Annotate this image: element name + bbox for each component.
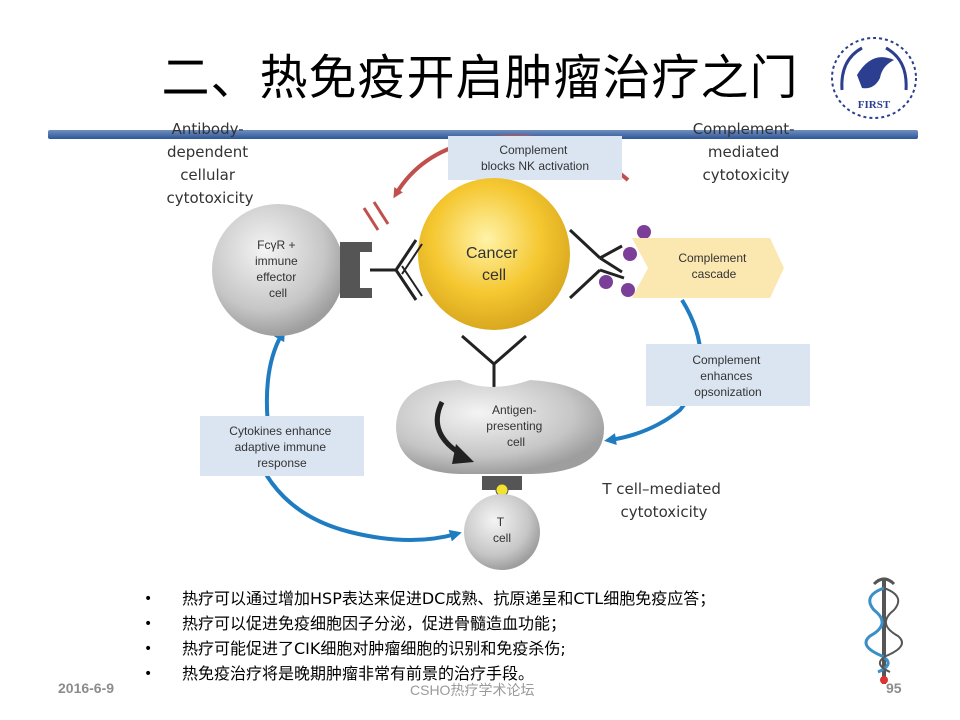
effector-cell	[212, 204, 344, 336]
bullet-item: 热免疫治疗将是晚期肿瘤非常有前景的治疗手段。	[140, 663, 800, 685]
complement-star-1	[637, 225, 651, 239]
inhibition-bar-1	[362, 207, 380, 231]
opsonization-text: Complement enhances opsonization	[692, 353, 763, 399]
footer-center-text: CSHO热疗学术论坛	[410, 682, 535, 698]
mhc-receptor	[482, 476, 522, 490]
complement-star-3	[599, 275, 613, 289]
cytokines-text: Cytokines enhance adaptive immune respon…	[229, 424, 334, 470]
complement-stars	[599, 225, 651, 297]
slide-title: 二、热免疫开启肿瘤治疗之门	[161, 50, 799, 106]
apc-text: Antigen- presenting cell	[486, 403, 545, 449]
cdc-label: Complement- mediated cytotoxicity	[693, 120, 800, 184]
t-cell-text: T cell	[493, 515, 511, 545]
internalization-arrowhead	[452, 444, 474, 464]
page-number: 95	[886, 680, 902, 696]
complement-cascade-text: Complement cascade	[678, 251, 749, 281]
t-cell	[464, 494, 540, 570]
adcc-label: Antibody- dependent cellular cytotoxicit…	[167, 120, 254, 207]
bullet-item: 热疗可以通过增加HSP表达来促进DC成熟、抗原递呈和CTL细胞免疫应答；	[140, 588, 800, 610]
title-divider-bar	[48, 130, 918, 139]
antigen-presenting-cell	[396, 380, 605, 474]
cancer-cell-text: Cancer cell	[466, 245, 522, 284]
opsonization-box	[646, 344, 810, 406]
bullet-item: 热疗可能促进了CIK细胞对肿瘤细胞的识别和免疫杀伤;	[140, 638, 800, 660]
bullet-item: 热疗可以促进免疫细胞因子分泌，促进骨髓造血功能；	[140, 613, 800, 635]
first-logo: FIRST	[831, 37, 917, 119]
antibody-right-bottom	[568, 268, 625, 300]
blocks-nk-box	[448, 136, 622, 180]
logo-text: FIRST	[858, 99, 891, 111]
tcell-cytotoxicity-label: T cell–mediated cytotoxicity	[601, 480, 725, 521]
caduceus-icon	[864, 577, 903, 684]
inhibition-bar-2	[372, 201, 390, 225]
cancer-cell	[418, 178, 570, 330]
blocks-nk-text: Complement blocks NK activation	[481, 143, 589, 173]
complement-cascade-box	[632, 238, 784, 298]
immune-cytotoxicity-diagram: Antibody- dependent cellular cytotoxicit…	[167, 120, 810, 570]
antibody-left	[370, 239, 423, 301]
bullet-list: 热疗可以通过增加HSP表达来促进DC成熟、抗原递呈和CTL细胞免疫应答； 热疗可…	[140, 588, 800, 688]
antibody-bottom	[461, 334, 527, 388]
complement-star-2	[623, 247, 637, 261]
antibody-right-top	[568, 228, 623, 274]
footer-date: 2016-6-9	[58, 680, 115, 696]
effector-cell-text: FcγR + immune effector cell	[255, 238, 301, 300]
fc-receptor	[340, 242, 372, 298]
complement-star-4	[621, 283, 635, 297]
cytokines-box	[200, 416, 364, 476]
